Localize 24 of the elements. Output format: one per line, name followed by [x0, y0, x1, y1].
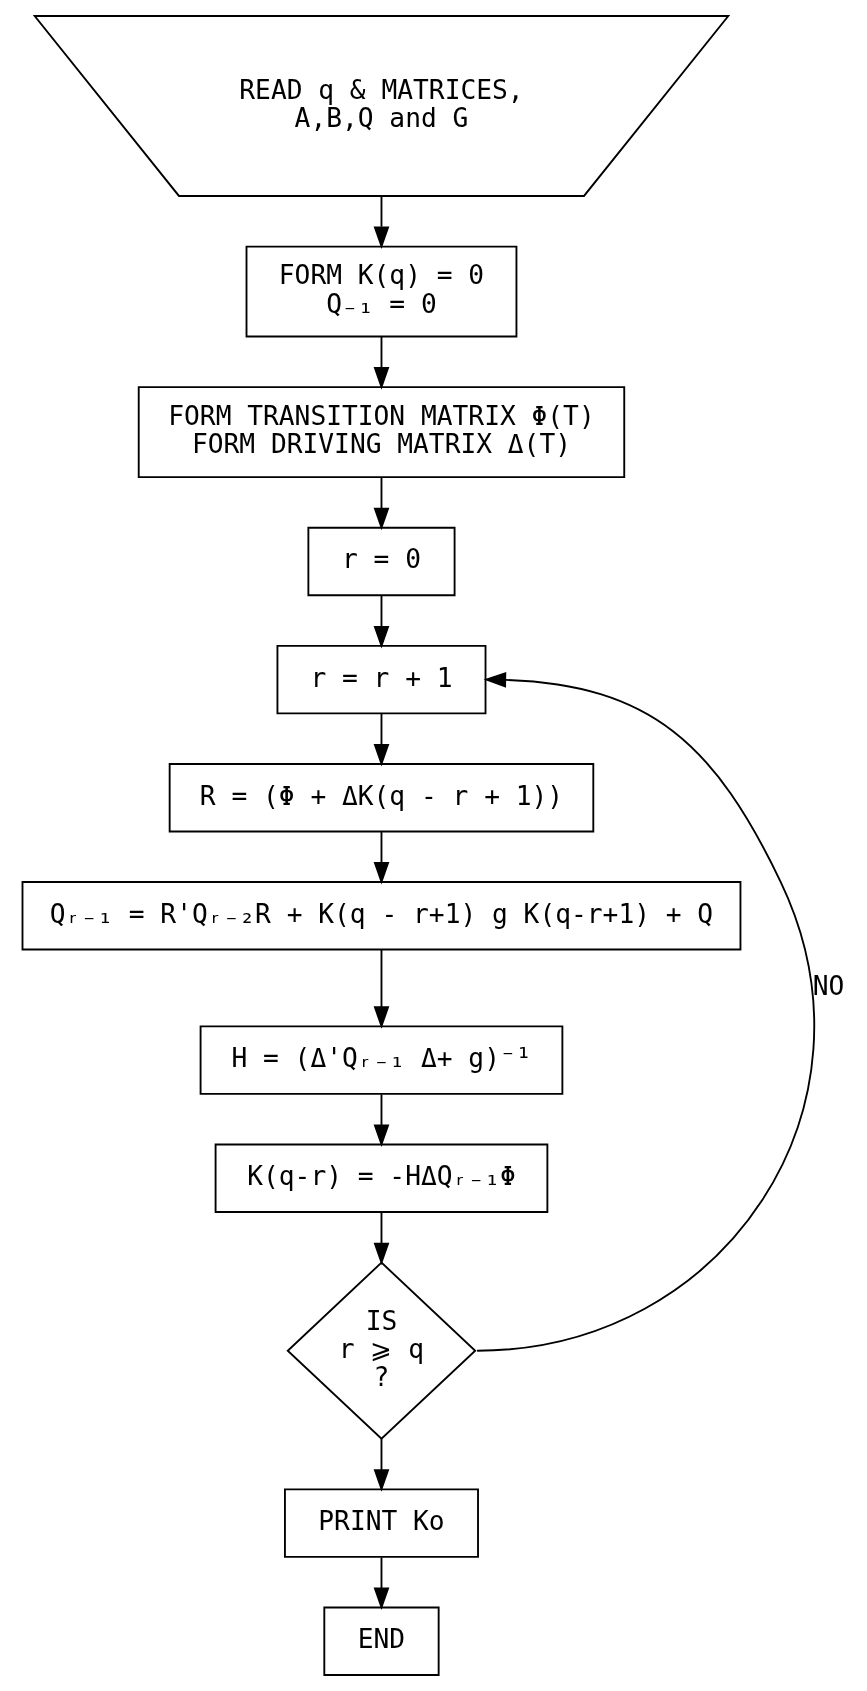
node-box: PRINT Ko	[284, 1488, 479, 1558]
arrow	[373, 1093, 390, 1148]
node-box: H = (Δ'Qᵣ₋₁ Δ+ g)⁻¹	[199, 1025, 564, 1095]
node-box: K(q-r) = -HΔQᵣ₋₁Φ	[214, 1143, 549, 1213]
node-box: r = 0	[307, 526, 456, 597]
arrow	[476, 672, 815, 1352]
node-box: Qᵣ₋₁ = R'Qᵣ₋₂R + K(q - r+1) g K(q-r+1) + Q	[21, 881, 742, 951]
arrow	[373, 335, 390, 390]
arrow	[373, 476, 390, 531]
node-box: r = r + 1	[276, 644, 487, 715]
arrow	[373, 195, 390, 249]
node-box: END	[323, 1606, 440, 1676]
node-diamond: IS r ⩾ q ?	[286, 1261, 477, 1441]
arrow	[373, 1211, 390, 1266]
arrow	[373, 713, 390, 767]
node-box: FORM TRANSITION MATRIX Φ(T) FORM DRIVING MATRIX Δ(T)	[137, 386, 626, 479]
arrow	[373, 948, 390, 1029]
arrow	[373, 594, 390, 649]
edge-label: NO	[812, 970, 845, 1001]
arrow	[373, 1556, 390, 1611]
node-box: R = (Φ + ΔK(q - r + 1))	[168, 763, 595, 833]
arrow	[373, 831, 390, 885]
arrow	[373, 1437, 390, 1492]
node-box: FORM K(q) = 0 Q₋₁ = 0	[245, 245, 518, 338]
